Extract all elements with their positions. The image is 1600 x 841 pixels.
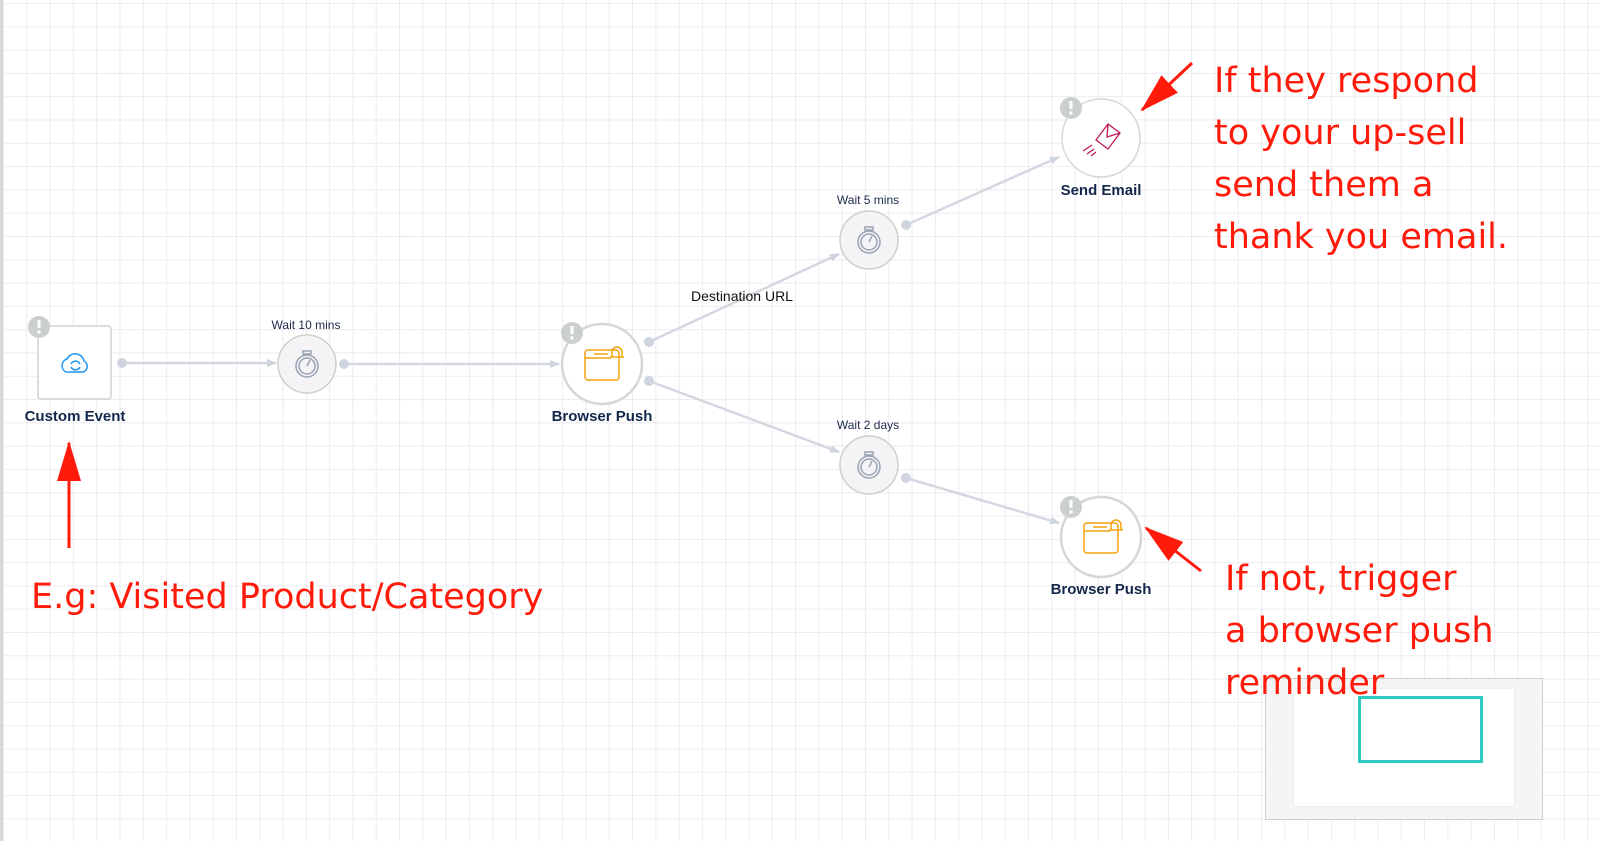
stopwatch-icon	[295, 350, 319, 378]
port[interactable]	[901, 473, 911, 483]
node-label: Browser Push	[551, 408, 653, 425]
node-send-email[interactable]	[1061, 98, 1141, 178]
node-browser-push-2[interactable]	[1059, 495, 1143, 579]
annotation-event: E.g: Visited Product/Category	[31, 577, 544, 617]
alert-badge[interactable]	[1060, 97, 1082, 119]
edge-label-destination-url: Destination URL	[691, 288, 793, 304]
stopwatch-icon	[857, 451, 881, 479]
canvas-left-border	[0, 0, 3, 841]
annotation-arrow	[1144, 526, 1202, 573]
cloud-sync-icon	[61, 353, 88, 373]
alert-badge[interactable]	[561, 322, 583, 344]
port[interactable]	[339, 359, 349, 369]
node-wait-5-mins[interactable]	[839, 210, 899, 270]
node-wait-2-days[interactable]	[839, 435, 899, 495]
envelope-send-icon	[1082, 123, 1121, 157]
node-label: Browser Push	[1050, 581, 1152, 598]
wait-label: Wait 5 mins	[836, 193, 900, 207]
stopwatch-icon	[857, 226, 881, 254]
annotation-email: If they respond to your up-sell send the…	[1214, 61, 1509, 257]
node-label: Send Email	[1060, 182, 1142, 199]
alert-badge[interactable]	[1060, 496, 1082, 518]
edge-wait2-email[interactable]	[905, 155, 1060, 227]
node-wait-10-mins[interactable]	[277, 334, 337, 394]
edge-wait3-push2[interactable]	[905, 476, 1060, 525]
port[interactable]	[644, 376, 654, 386]
annotation-arrow	[1140, 61, 1194, 112]
wait-label: Wait 10 mins	[271, 318, 341, 332]
alert-badge[interactable]	[28, 316, 50, 338]
edge-push1-wait2[interactable]	[648, 252, 840, 344]
browser-bell-icon	[584, 346, 624, 381]
minimap-canvas	[1294, 689, 1514, 806]
node-browser-push-1[interactable]	[560, 322, 644, 406]
browser-bell-icon	[1083, 519, 1123, 554]
annotation-push: If not, trigger a browser push reminder	[1225, 559, 1494, 703]
port[interactable]	[644, 337, 654, 347]
wait-label: Wait 2 days	[836, 418, 900, 432]
node-label: Custom Event	[24, 408, 126, 425]
node-custom-event[interactable]	[37, 325, 112, 400]
edge-push1-wait3[interactable]	[648, 379, 840, 454]
minimap-viewport[interactable]	[1358, 696, 1483, 763]
port[interactable]	[117, 358, 127, 368]
minimap[interactable]	[1265, 678, 1543, 820]
port[interactable]	[901, 220, 911, 230]
